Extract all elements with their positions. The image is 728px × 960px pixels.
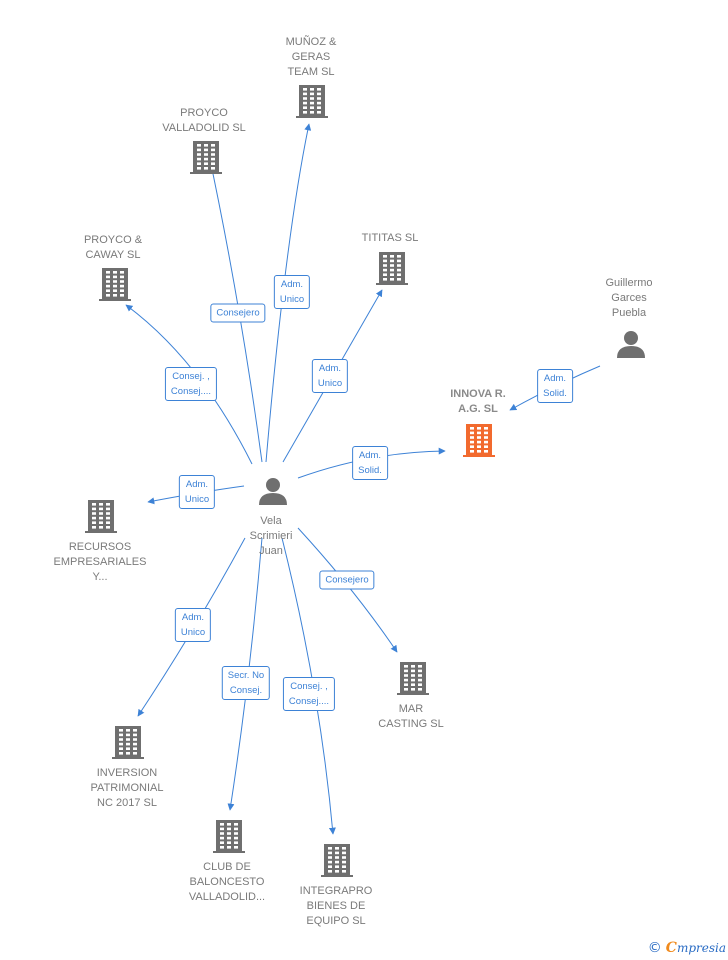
node-label-line: BIENES DE [306,900,366,912]
building-icon[interactable] [112,726,144,759]
node-label-line: TEAM SL [287,66,335,78]
edge-label-line: Unico [180,627,206,638]
edge-label-line: Adm. [358,450,382,461]
edge-label-line: Solid. [543,388,567,399]
node-label-line: INTEGRAPRO [299,885,373,897]
edge-label-line: Adm. [280,279,304,290]
edge-label-line: Adm. [318,363,342,374]
node-label-line: Guillermo [605,277,653,289]
brand-watermark: ©Cmpresia [648,940,726,956]
node-label-line: GERAS [291,51,331,63]
node-label-proyco_valladolid[interactable]: PROYCO VALLADOLID SL [162,106,246,136]
edge-label-line: Consej. [229,685,263,696]
node-label-line: VALLADOLID... [188,891,266,903]
building-icon[interactable] [321,844,353,877]
edge-label-vela-recursos[interactable]: Adm. Unico [178,475,216,509]
edge-label-line: Adm. [181,612,205,623]
edge-vela-proyco_valladolid [205,149,263,463]
icons-layer [85,85,645,877]
node-label-line: PATRIMONIAL [90,782,164,794]
edge-label-vela-club[interactable]: Secr. No Consej. [221,666,271,700]
edge-label-vela-proyco_caway[interactable]: Consej. , Consej.... [164,367,218,401]
building-icon[interactable] [190,141,222,174]
building-icon[interactable] [397,662,429,695]
node-label-line: VALLADOLID SL [162,122,246,134]
node-label-line: A.G. SL [458,403,498,415]
node-label-line: Y... [92,571,108,583]
node-label-line: PROYCO & [83,234,143,246]
edge-label-line: Consejero [325,574,369,586]
brand-initial: C [665,940,677,956]
node-label-line: EMPRESARIALES [53,556,147,568]
node-label-proyco_caway[interactable]: PROYCO & CAWAY SL [84,233,142,263]
node-label-line: CLUB DE [203,861,251,873]
building-icon[interactable] [463,424,495,457]
node-label-line: Scrimieri [249,530,293,542]
edge-label-line: Consejero [216,307,260,319]
edge-label-guillermo-innova[interactable]: Adm. Solid. [537,369,573,403]
node-label-line: Juan [259,545,283,557]
edge-label-vela-inversion[interactable]: Adm. Unico [174,608,212,642]
node-label-line: PROYCO [180,107,228,119]
node-label-line: TITITAS SL [361,232,419,244]
node-label-mar[interactable]: MAR CASTING SL [378,702,443,732]
edge-label-line: Consej. , [290,681,328,692]
node-label-integrapro[interactable]: INTEGRAPRO BIENES DE EQUIPO SL [300,884,373,929]
edge-label-line: Unico [184,494,210,505]
edge-label-line: Consej.... [170,386,212,397]
node-label-line: MUÑOZ & [285,36,337,48]
edge-vela-munoz [265,123,312,463]
copyright-icon: © [647,940,662,956]
node-label-line: EQUIPO SL [306,915,366,927]
edge-label-line: Unico [279,294,305,305]
node-label-line: Puebla [611,307,647,319]
edge-label-line: Adm. [543,373,567,384]
edge-label-vela-proyco_valladolid[interactable]: Consejero [210,303,266,323]
node-label-munoz[interactable]: MUÑOZ & GERAS TEAM SL [286,35,337,80]
edge-vela-mar [297,527,398,653]
building-icon[interactable] [99,268,131,301]
node-label-line: MAR [398,703,424,715]
node-label-line: INVERSION [96,767,158,779]
node-label-line: CAWAY SL [85,249,141,261]
node-label-line: INNOVA R. [450,388,506,400]
node-label-line: NC 2017 SL [97,797,157,809]
node-label-line: Garces [611,292,647,304]
edge-label-vela-mar[interactable]: Consejero [319,570,375,590]
edge-label-line: Consej. , [172,371,210,382]
node-label-recursos[interactable]: RECURSOS EMPRESARIALES Y... [54,540,147,585]
edge-label-vela-munoz[interactable]: Adm. Unico [273,275,311,309]
node-label-tititas[interactable]: TITITAS SL [362,231,419,246]
building-icon[interactable] [85,500,117,533]
edge-label-vela-tititas[interactable]: Adm. Unico [311,359,349,393]
edge-label-line: Unico [317,378,343,389]
brand-name: mpresia [676,941,726,955]
edge-label-line: Consej.... [288,696,330,707]
person-icon[interactable] [259,478,287,505]
node-label-line: Vela [260,515,282,527]
node-label-innova[interactable]: INNOVA R. A.G. SL [450,387,506,417]
building-icon[interactable] [296,85,328,118]
edge-label-vela-integrapro[interactable]: Consej. , Consej.... [282,677,336,711]
edge-label-line: Secr. No [227,670,265,681]
edge-label-vela-innova[interactable]: Adm. Solid. [352,446,388,480]
node-label-club[interactable]: CLUB DE BALONCESTO VALLADOLID... [189,860,265,905]
person-icon[interactable] [617,331,645,358]
building-icon[interactable] [376,252,408,285]
edge-label-line: Adm. [185,479,209,490]
node-label-line: CASTING SL [378,718,444,730]
node-label-line: BALONCESTO [189,876,265,888]
building-icon[interactable] [213,820,245,853]
node-label-line: RECURSOS [68,541,132,553]
edge-label-line: Solid. [358,465,382,476]
node-label-inversion[interactable]: INVERSION PATRIMONIAL NC 2017 SL [91,766,164,811]
